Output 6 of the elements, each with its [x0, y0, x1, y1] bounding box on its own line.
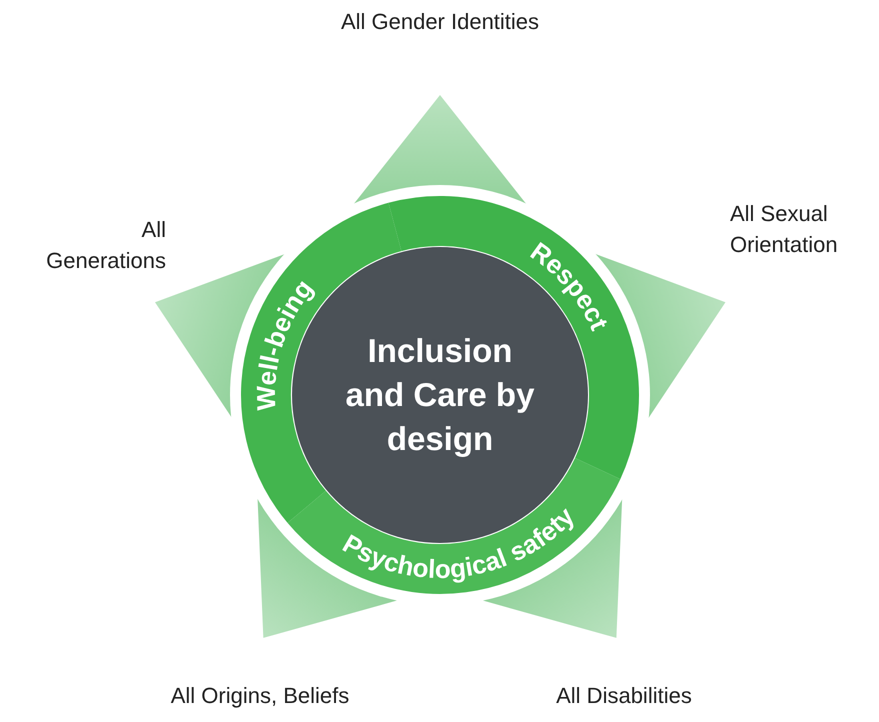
category-label: All Gender Identities: [340, 8, 540, 36]
center-title: Inclusion and Care by design: [344, 332, 536, 459]
category-label: All Sexual Orientation: [730, 200, 838, 259]
category-label: All Origins, Beliefs: [170, 682, 350, 710]
category-label: All Generations: [46, 216, 166, 275]
category-label: All Disabilities: [555, 682, 693, 710]
